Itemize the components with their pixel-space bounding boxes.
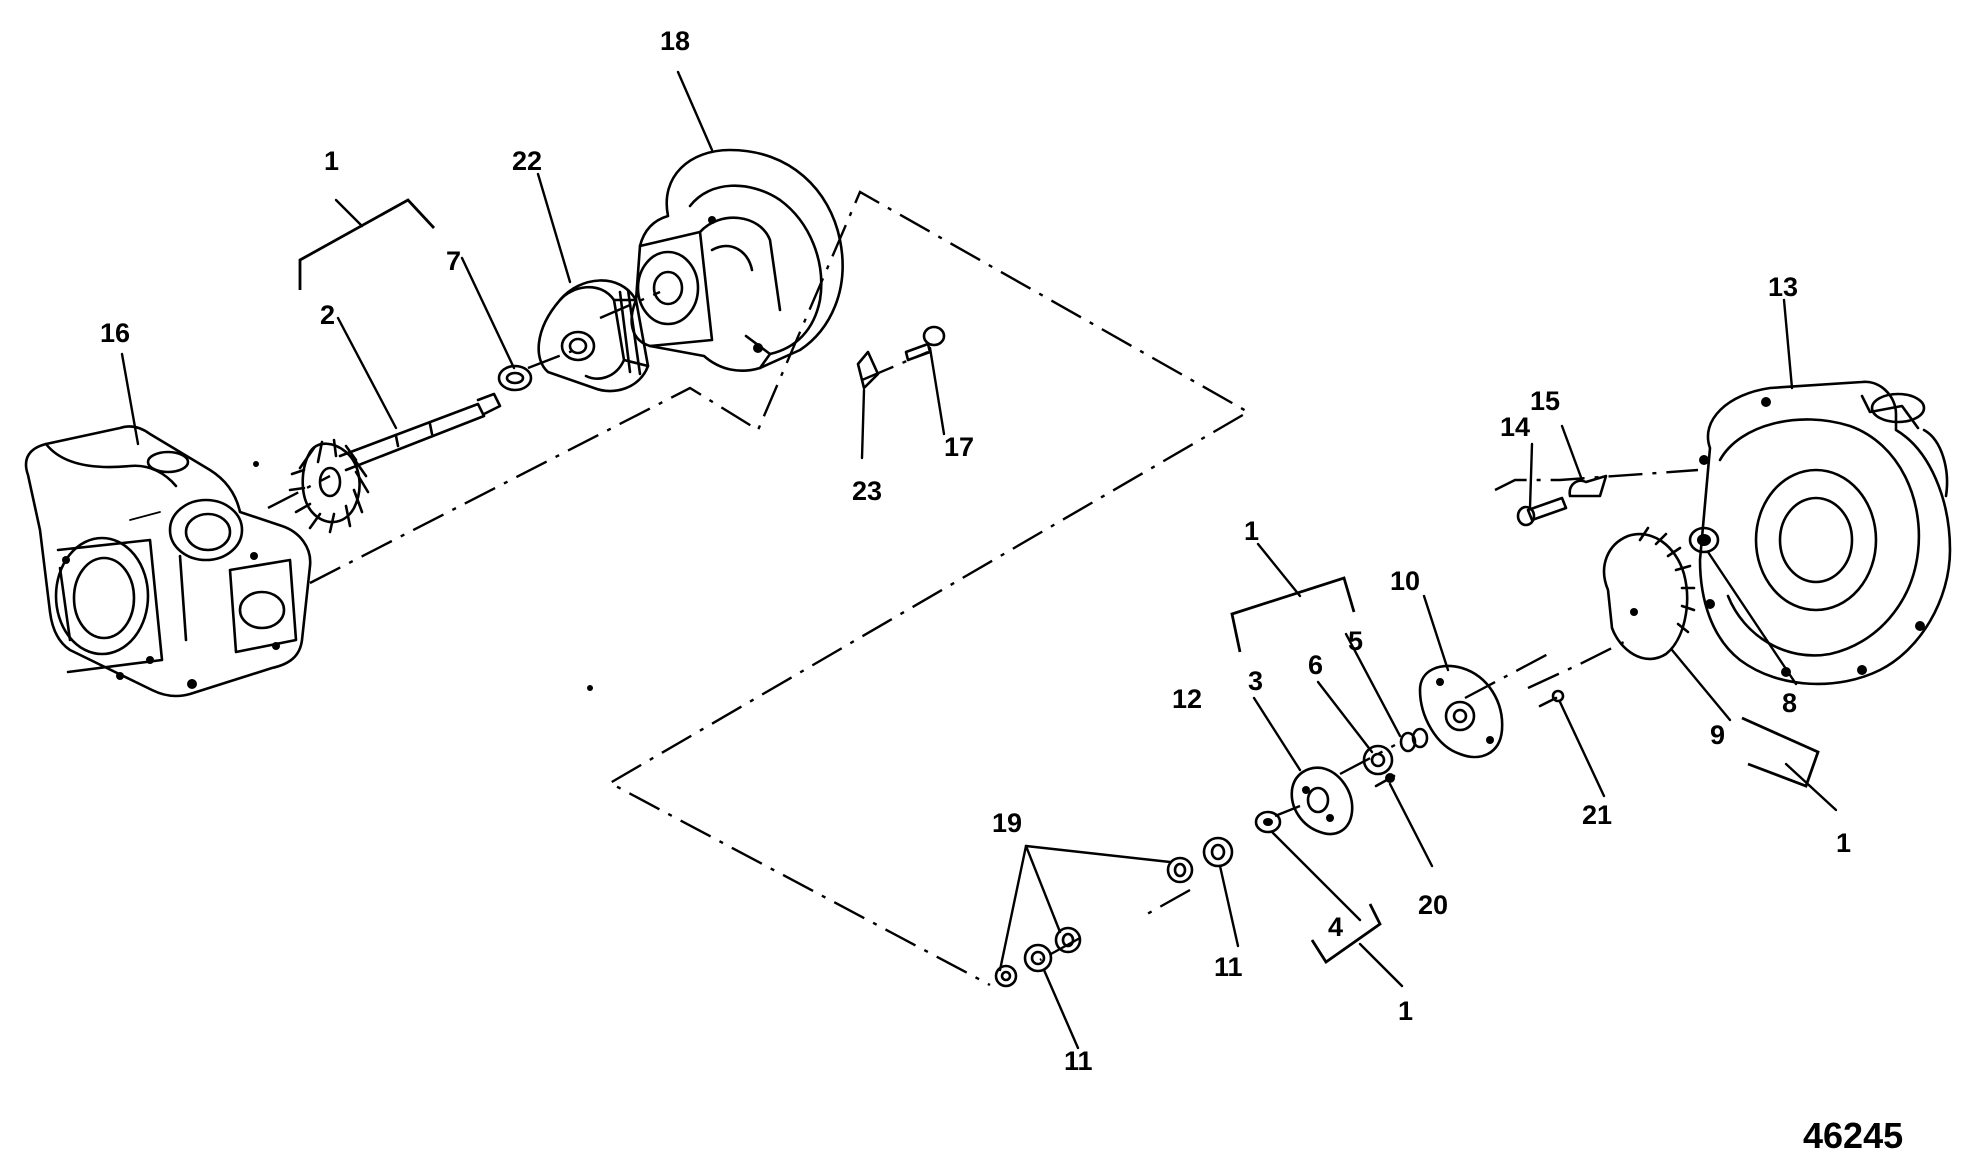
callout-9: 9 [1710, 720, 1725, 750]
callout-3: 3 [1248, 666, 1263, 696]
callout-23: 23 [852, 476, 882, 506]
bolt-14-part [1516, 496, 1568, 527]
spring-washer-part [1399, 727, 1429, 753]
callout-22: 22 [512, 146, 542, 176]
compressor-wheel-part [1602, 526, 1696, 661]
bolt-17-part [904, 325, 946, 362]
callout-15: 15 [1530, 386, 1560, 416]
pin-part [1538, 689, 1565, 708]
journal-bearing-part [1202, 836, 1234, 868]
bracket-group-1-right [1741, 716, 1838, 812]
callout-16: 16 [100, 318, 130, 348]
callout-13: 13 [1768, 272, 1798, 302]
callout-5: 5 [1348, 626, 1363, 656]
lock-nut-part [1688, 526, 1720, 554]
callout-8: 8 [1782, 688, 1797, 718]
thrust-plate-part [1418, 664, 1504, 759]
retaining-ring-middle-part [1054, 926, 1082, 954]
callout-14: 14 [1500, 412, 1530, 442]
journal-bearing-lower-part [1023, 943, 1053, 973]
assembly-centerlines [267, 190, 1699, 987]
backplate-part [630, 148, 844, 372]
lock-plate-part [856, 350, 880, 390]
compressor-housing-part [1698, 380, 1952, 686]
callout-11-upper: 11 [1214, 952, 1243, 982]
callout-1-right: 1 [1836, 828, 1851, 858]
callout-1-bottom: 1 [1398, 996, 1413, 1026]
figure-number: 46245 [1803, 1115, 1903, 1155]
leader-lines [120, 70, 1798, 1050]
bracket-group-1-bottom [1310, 903, 1404, 988]
bracket-group-1-left [298, 198, 436, 290]
pin-20-part [1374, 773, 1396, 788]
callout-10: 10 [1390, 566, 1420, 596]
retaining-ring-lower-part [994, 964, 1018, 988]
callout-20: 20 [1418, 890, 1448, 920]
callout-6: 6 [1308, 650, 1323, 680]
bearing-housing-part [24, 425, 312, 698]
callout-2: 2 [320, 300, 335, 330]
bracket-group-1-center [1230, 542, 1356, 653]
callout-12: 12 [1172, 684, 1202, 714]
callout-11-lower: 11 [1064, 1046, 1093, 1076]
callout-4: 4 [1328, 912, 1343, 942]
seal-ring-part [497, 364, 533, 392]
callout-labels: 18 1 22 7 2 16 23 17 13 15 14 1 10 5 6 3… [100, 26, 1851, 1076]
callout-21: 21 [1582, 800, 1612, 830]
heat-shield-part [537, 279, 650, 393]
thrust-washer-part [1362, 744, 1394, 776]
callout-7: 7 [446, 246, 461, 276]
callout-1-center: 1 [1244, 516, 1259, 546]
retaining-ring-upper-part [1166, 856, 1194, 884]
callout-19: 19 [992, 808, 1022, 838]
callout-1-left: 1 [324, 146, 339, 176]
callout-17: 17 [944, 432, 974, 462]
turbine-wheel-shaft-part [288, 392, 502, 534]
thrust-bearing-part [1290, 766, 1354, 836]
callout-18: 18 [660, 26, 690, 56]
clamp-plate-part [1568, 474, 1608, 498]
thrust-collar-part [1254, 810, 1282, 834]
